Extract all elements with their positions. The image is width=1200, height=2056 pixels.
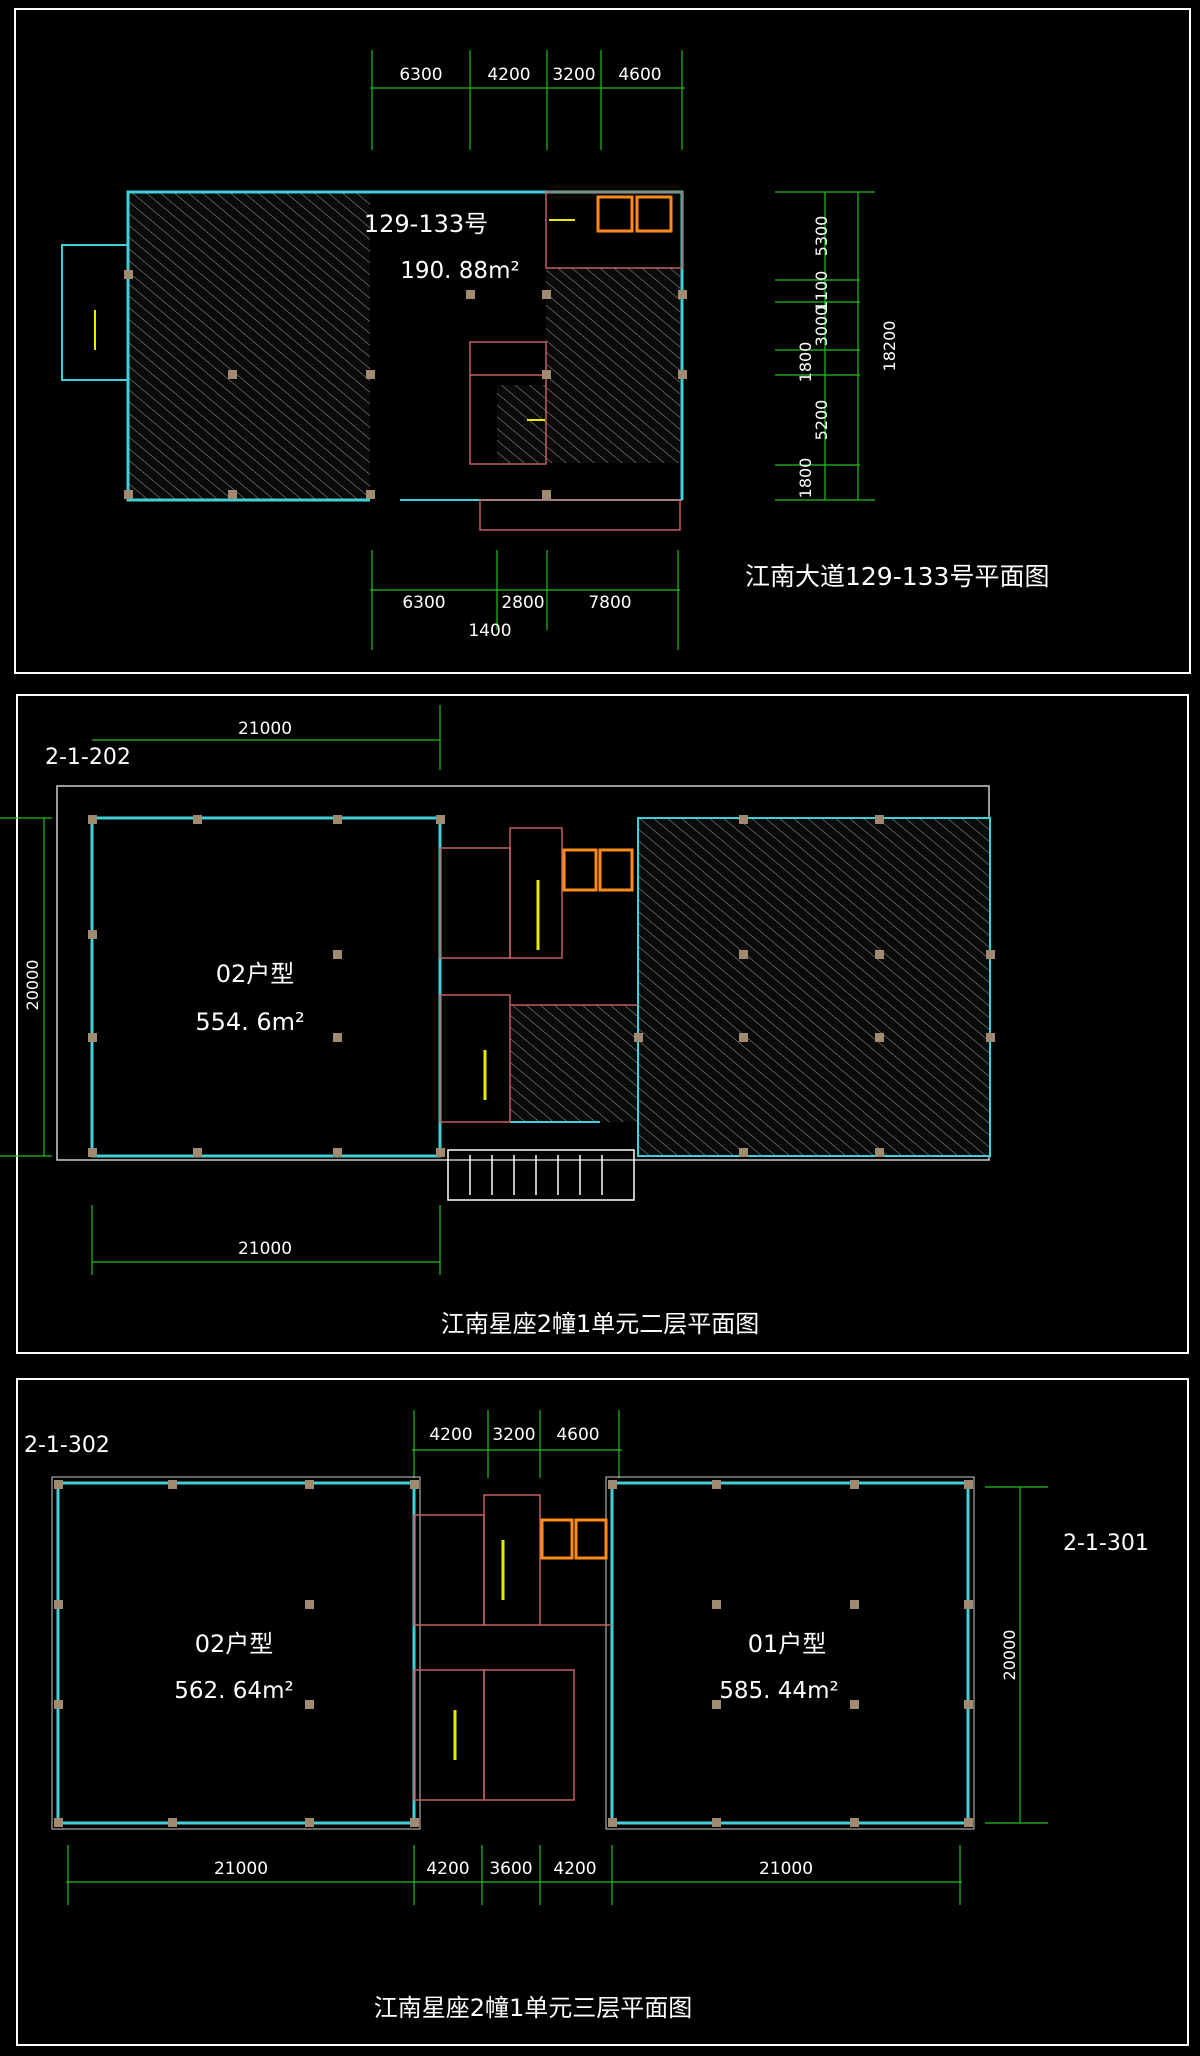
plan3-right-area: 585. 44m²	[719, 1678, 838, 1704]
plan1-top-dimension	[370, 50, 685, 150]
plan3-right-unit-type: 01户型	[748, 1630, 827, 1658]
plan-frame-1	[14, 8, 1191, 674]
plan1-top-dim-1: 6300	[399, 65, 442, 85]
plan1-bottom-dim-3: 7800	[588, 593, 631, 613]
plan1-elevator-2	[635, 195, 673, 233]
plan2-hatched-area-center	[510, 1005, 638, 1122]
plan1-elevator-1	[596, 195, 634, 233]
plan2-bottom-dimension	[91, 1205, 441, 1275]
plan1-bottom-extra: 1400	[468, 621, 511, 641]
plan1-drawing: 6300 4200 3200 4600	[61, 50, 1049, 650]
plan-frame-2	[16, 694, 1189, 1354]
plan1-right-total: 18200	[880, 321, 899, 372]
plan1-bottom-dimension	[370, 550, 680, 650]
plan1-top-dim-3: 3200	[552, 65, 595, 85]
plan3-top-dimension	[412, 1410, 622, 1478]
plan2-entrance-lines	[469, 1155, 603, 1195]
plan3-title: 江南星座2幢1单元三层平面图	[374, 1994, 693, 2022]
plan2-core-outline	[439, 827, 638, 1123]
plan3-right-outer	[605, 1476, 975, 1830]
plan1-unit-number: 129-133号	[364, 210, 488, 238]
plan3-bottom-dim-1: 21000	[214, 1859, 268, 1879]
plan1-core-outline	[469, 191, 683, 531]
plan-frame-3	[16, 1378, 1189, 2046]
plan2-walls	[90, 816, 991, 1158]
plan1-bottom-dim-1: 6300	[402, 593, 445, 613]
plan3-right-dimension	[985, 1486, 1048, 1824]
plan3-stairs	[453, 1540, 505, 1760]
plan1-hatched-area-left	[128, 192, 370, 499]
plan2-top-dim: 21000	[238, 719, 292, 739]
plan1-stairs	[94, 219, 575, 421]
plan3-top-dim-1: 4200	[429, 1425, 472, 1445]
plan1-right-dimension	[775, 191, 875, 501]
plan3-bottom-dim-2: 4200	[426, 1859, 469, 1879]
plan1-right-dim-2: 1100	[812, 271, 831, 312]
plan3-core-outline	[413, 1494, 612, 1801]
plan1-bottom-dim-2: 2800	[501, 593, 544, 613]
plan3-bottom-dim-4: 4200	[553, 1859, 596, 1879]
plan2-area: 554. 6m²	[195, 1008, 304, 1036]
plan3-bottom-dim-3: 3600	[489, 1859, 532, 1879]
plan3-elevator-2	[574, 1518, 608, 1560]
plan2-stairs	[483, 880, 540, 1100]
plan2-bottom-dim: 21000	[238, 1239, 292, 1259]
plan2-drawing: 2-1-202 21000	[0, 705, 995, 1338]
plan1-hatched-area-right	[546, 268, 680, 463]
plan1-right-dim-6: 1800	[796, 458, 815, 499]
plan3-drawing: 2-1-302 2-1-301 4200 3200 4600	[24, 1410, 1149, 2022]
plan3-right-dim: 20000	[1000, 1630, 1019, 1681]
plan3-bottom-dim-5: 21000	[759, 1859, 813, 1879]
plan2-unit-code: 2-1-202	[45, 745, 131, 770]
plan1-top-dim-2: 4200	[487, 65, 530, 85]
plan1-right-dim-3: 3000	[812, 306, 831, 347]
plan2-columns	[88, 815, 995, 1157]
plan3-left-area: 562. 64m²	[174, 1678, 293, 1704]
plan1-right-dim-1: 5300	[812, 216, 831, 257]
plan3-elevator-1	[540, 1518, 574, 1560]
plan2-title: 江南星座2幢1单元二层平面图	[441, 1310, 760, 1338]
plan2-elevator-1	[562, 848, 598, 892]
plan3-top-dim-2: 3200	[492, 1425, 535, 1445]
plan3-left-code: 2-1-302	[24, 1433, 110, 1458]
plan3-right-code: 2-1-301	[1063, 1531, 1149, 1556]
plan2-top-dimension	[92, 705, 441, 770]
plan1-hatched-area-small	[497, 385, 547, 463]
plan2-entrance-steps	[447, 1149, 635, 1201]
plan1-top-dim-4: 4600	[618, 65, 661, 85]
plan1-columns	[124, 270, 687, 499]
plan1-right-dim-4: 1800	[796, 342, 815, 383]
plan3-bottom-dimension	[66, 1845, 962, 1905]
plan3-left-unit-type: 02户型	[195, 1630, 274, 1658]
plan2-hatched-area-right	[638, 818, 990, 1156]
plan2-left-dim: 20000	[23, 960, 42, 1011]
plan3-columns	[54, 1480, 973, 1827]
plan1-right-dim-5: 5200	[812, 400, 831, 441]
plan3-walls	[56, 1481, 970, 1825]
plan3-top-dim-3: 4600	[556, 1425, 599, 1445]
plan2-elevator-2	[598, 848, 634, 892]
plan2-left-dimension	[0, 817, 52, 1157]
plan3-left-outer	[51, 1476, 421, 1830]
plan1-area: 190. 88m²	[400, 258, 519, 284]
plan1-title: 江南大道129-133号平面图	[745, 562, 1049, 591]
plan2-unit-type: 02户型	[216, 960, 295, 988]
